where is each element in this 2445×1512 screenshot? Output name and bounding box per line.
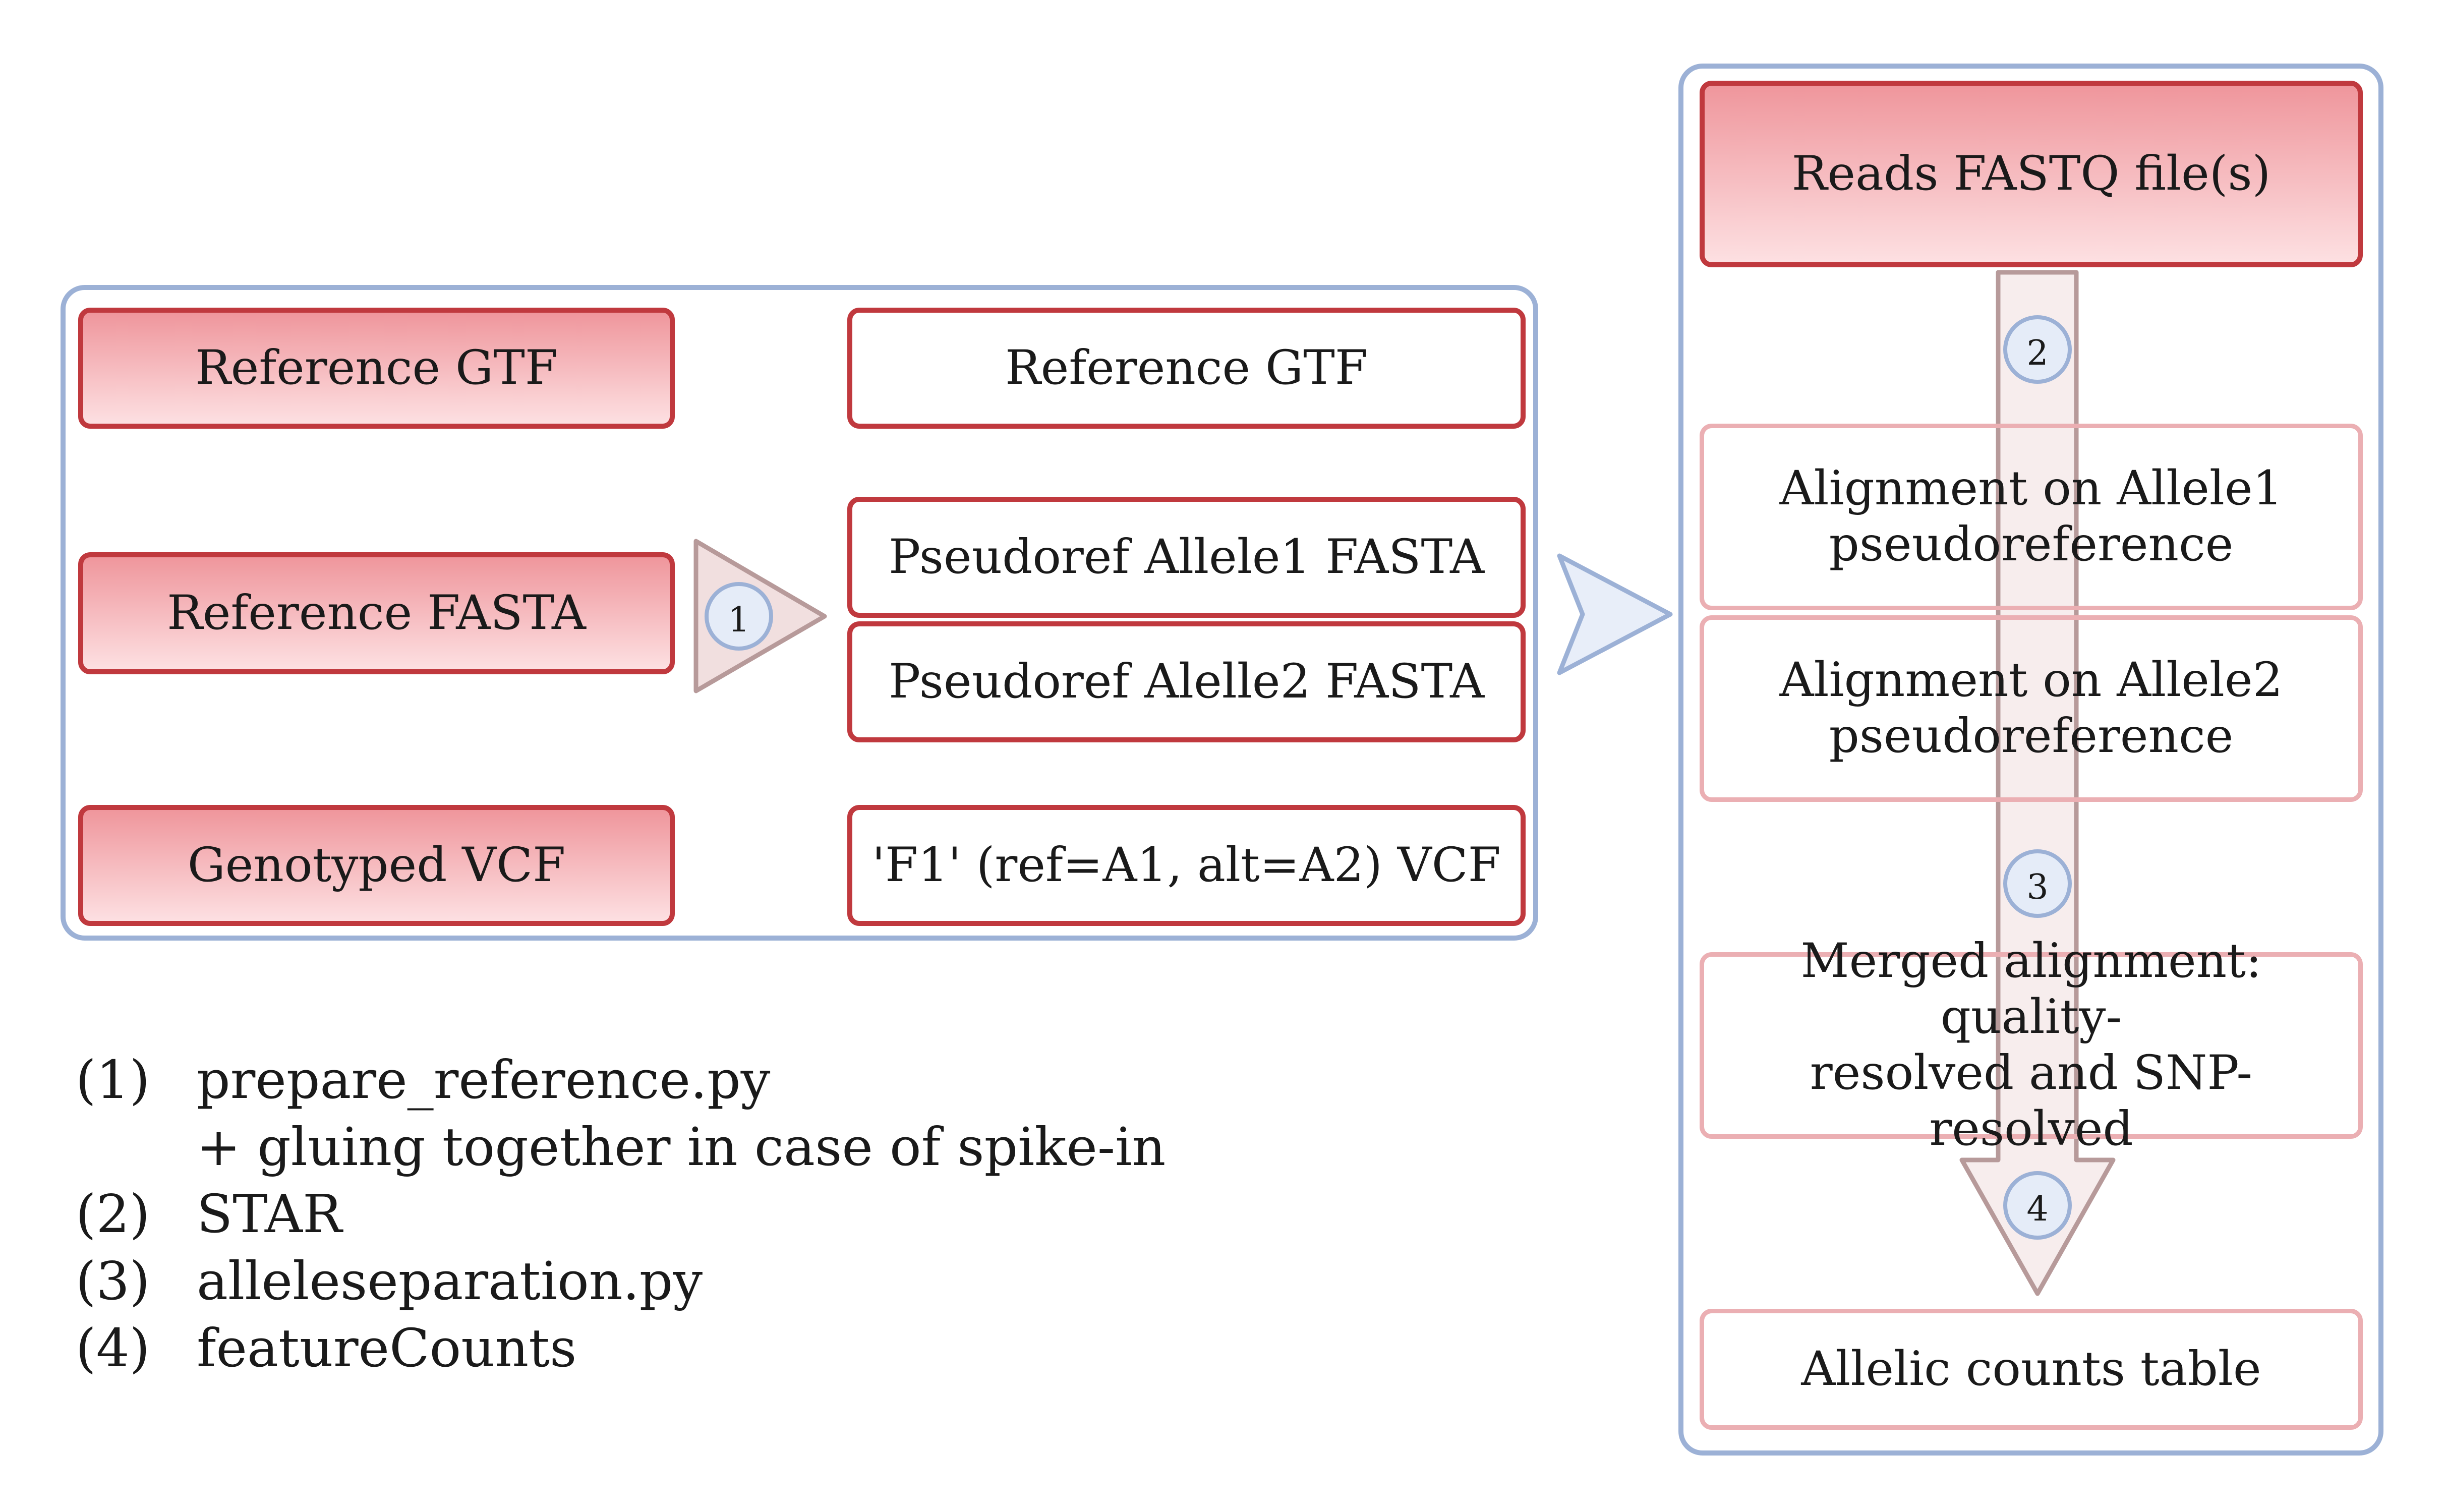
merged-alignment-line2: resolved and SNP-resolved [1810, 1045, 2253, 1156]
input-reference-gtf-label: Reference GTF [195, 340, 558, 395]
legend-text: alleleseparation.py [197, 1250, 703, 1312]
step-4-label: 4 [2026, 1189, 2048, 1229]
step-2-marker: 2 [2003, 315, 2072, 384]
steps-legend: (1) prepare_reference.py + gluing togeth… [76, 1046, 1166, 1382]
input-genotyped-vcf-label: Genotyped VCF [187, 837, 566, 893]
legend-item: (3) alleleseparation.py [76, 1248, 1166, 1315]
input-genotyped-vcf: Genotyped VCF [78, 805, 675, 926]
alignment-allele1-line2: pseudoreference [1829, 517, 2234, 572]
allelic-counts-table: Allelic counts table [1700, 1309, 2363, 1430]
legend-item: + gluing together in case of spike-in [76, 1114, 1166, 1181]
reads-fastq-label: Reads FASTQ file(s) [1791, 146, 2271, 201]
alignment-pipeline-frame [1678, 64, 2383, 1456]
f1-vcf-label: 'F1' (ref=A1, alt=A2) VCF [872, 837, 1501, 893]
step-4-marker: 4 [2003, 1171, 2072, 1240]
step-3-label: 3 [2026, 867, 2048, 907]
step-1-marker: 1 [705, 582, 773, 651]
legend-text: + gluing together in case of spike-in [197, 1116, 1166, 1178]
input-reference-fasta-label: Reference FASTA [167, 585, 586, 641]
pseudoref-allele2-fasta: Pseudoref Alelle2 FASTA [847, 621, 1526, 742]
legend-number: (3) [76, 1250, 150, 1312]
legend-number: (2) [76, 1183, 150, 1245]
input-reference-fasta: Reference FASTA [78, 552, 675, 674]
prepared-reference-gtf-label: Reference GTF [1005, 340, 1368, 395]
reference-preparation-frame [61, 285, 1538, 941]
alignment-allele2: Alignment on Allele2 pseudoreference [1700, 615, 2363, 802]
pseudoref-allele1-fasta: Pseudoref Allele1 FASTA [847, 497, 1526, 618]
vertical-flow-arrow [1959, 270, 2116, 1296]
input-reference-gtf: Reference GTF [78, 308, 675, 429]
step-3-marker: 3 [2003, 849, 2072, 918]
merged-alignment: Merged alignment: quality- resolved and … [1700, 934, 2363, 1156]
reads-fastq: Reads FASTQ file(s) [1700, 81, 2363, 267]
legend-number [76, 1114, 197, 1181]
legend-item: (2) STAR [76, 1181, 1166, 1248]
step-1-label: 1 [728, 600, 749, 640]
pseudoref-allele2-fasta-label: Pseudoref Alelle2 FASTA [889, 654, 1484, 709]
legend-text: STAR [197, 1183, 342, 1245]
pseudoref-allele1-fasta-label: Pseudoref Allele1 FASTA [889, 529, 1484, 585]
legend-number: (1) [76, 1049, 150, 1111]
legend-item: (1) prepare_reference.py [76, 1046, 1166, 1114]
into-pipeline-arrow [1557, 553, 1673, 675]
allelic-counts-table-label: Allelic counts table [1801, 1341, 2261, 1397]
legend-text: prepare_reference.py [197, 1049, 771, 1111]
alignment-allele1: Alignment on Allele1 pseudoreference [1700, 424, 2363, 610]
prepared-reference-gtf: Reference GTF [847, 308, 1526, 429]
step-2-label: 2 [2026, 333, 2048, 373]
f1-vcf: 'F1' (ref=A1, alt=A2) VCF [847, 805, 1526, 926]
legend-number: (4) [76, 1317, 150, 1379]
legend-item: (4) featureCounts [76, 1315, 1166, 1382]
merged-alignment-line1: Merged alignment: quality- [1800, 934, 2262, 1045]
alignment-allele2-line2: pseudoreference [1829, 709, 2234, 764]
alignment-allele1-line1: Alignment on Allele1 [1779, 461, 2283, 516]
alignment-allele2-line1: Alignment on Allele2 [1779, 653, 2283, 708]
legend-text: featureCounts [197, 1317, 577, 1379]
